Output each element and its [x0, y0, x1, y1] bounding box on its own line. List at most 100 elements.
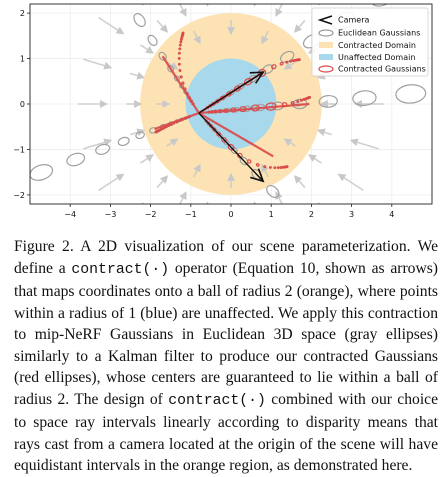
contract-arrow: [129, 71, 146, 80]
contracted-gaussian: [298, 58, 301, 62]
camera-axis: [198, 71, 264, 114]
contract-arrow: [283, 138, 296, 147]
euclidean-gaussian: [307, 228, 334, 232]
contract-arrow: [318, 202, 327, 204]
euclidean-gaussian: [352, 90, 377, 107]
contracted-gaussian: [178, 47, 182, 51]
contract-arrow: [156, 19, 169, 33]
contracted-gaussian: [273, 166, 277, 170]
contract-arrow: [193, 30, 201, 45]
contract-arrow: [83, 138, 113, 150]
contract-arrow: [275, 4, 283, 17]
x-tick-label: 3: [349, 210, 354, 219]
euclidean-gaussian: [135, 131, 145, 140]
euclidean-gaussian: [30, 164, 54, 181]
contract-arrow: [275, 191, 283, 204]
contract-arrow: [202, 201, 211, 204]
legend-euclidean-icon: [318, 29, 334, 37]
contracted-gaussian: [308, 95, 312, 99]
contract-arrow: [193, 163, 201, 178]
legend-label-camera: Camera: [338, 16, 369, 25]
caption-code-contract-1: contract(·): [71, 261, 170, 278]
contract-arrow: [283, 61, 296, 70]
contracted-gaussian: [179, 75, 183, 79]
contract-arrow: [293, 19, 306, 33]
legend-unaffected-domain-swatch: [319, 54, 333, 60]
contract-arrow: [349, 138, 379, 150]
caption-code-contract-2: contract(·): [168, 392, 266, 409]
contracted-gaussian: [179, 40, 183, 44]
contract-arrow: [179, 4, 187, 17]
x-tick-label: 4: [389, 210, 394, 219]
contracted-gaussian: [263, 165, 267, 169]
contracted-gaussian: [246, 159, 252, 164]
euclidean-gaussian: [266, 184, 280, 199]
contract-arrow: [98, 16, 125, 35]
euclidean-gaussian: [318, 94, 338, 108]
camera-ray: [154, 112, 200, 131]
caption-label: Figure 2.: [14, 238, 74, 255]
y-tick-label: 2: [20, 9, 25, 18]
euclidean-gaussian: [283, 203, 304, 224]
contracted-gaussian: [177, 62, 181, 66]
x-tick-label: −2: [145, 210, 157, 219]
contracted-gaussian: [296, 100, 300, 103]
contract-arrow: [156, 175, 169, 189]
contracted-gaussian: [285, 60, 289, 64]
legend-label-contracted-domain: Contracted Domain: [338, 41, 416, 50]
contract-arrow: [98, 173, 125, 192]
contracted-gaussian: [177, 57, 181, 60]
contract-arrow: [307, 154, 322, 164]
contracted-gaussian: [271, 64, 277, 70]
contracted-gaussian: [181, 81, 185, 85]
contracted-gaussian: [177, 51, 181, 55]
camera-ray: [198, 102, 310, 115]
contract-arrow: [293, 175, 306, 189]
contract-arrow: [251, 201, 260, 204]
legend-contracted-icon: [318, 65, 334, 73]
camera-ray: [198, 112, 274, 158]
contracted-gaussian: [279, 61, 284, 66]
contracted-gaussian: [279, 166, 283, 169]
legend: Camera Euclidean Gaussians Contracted Do…: [311, 7, 429, 77]
legend-label-unaffected-domain: Unaffected Domain: [338, 53, 415, 62]
contract-arrow: [179, 191, 187, 204]
y-tick-label: −1: [13, 145, 25, 154]
x-tick-label: 2: [309, 210, 314, 219]
contract-arrow: [140, 154, 155, 164]
contracted-gaussian: [285, 165, 289, 169]
euclidean-gaussian: [95, 143, 111, 155]
contract-arrow: [261, 163, 269, 178]
contracted-gaussian: [181, 31, 185, 35]
x-tick-label: 0: [228, 210, 233, 219]
caption-text-3: combined with our choice to space ray in…: [14, 390, 438, 475]
legend-label-euclidean: Euclidean Gaussians: [338, 29, 420, 38]
legend-box: [311, 7, 429, 77]
caption-text-1: A 2D visualization of our scene paramete…: [14, 238, 438, 277]
contract-arrow: [316, 128, 333, 137]
contract-arrow: [293, 226, 307, 232]
contract-arrow: [166, 61, 179, 70]
contract-arrow: [129, 128, 146, 137]
x-tick-label: −3: [105, 210, 117, 219]
contracted-gaussian: [269, 166, 272, 169]
caption-text-2: operator (Equation 10, shown as arrows) …: [14, 259, 438, 408]
contract-arrow: [155, 226, 169, 232]
x-tick-label: −1: [185, 210, 197, 219]
camera-ray: [161, 55, 200, 114]
cameras: [198, 71, 265, 183]
contract-arrow: [140, 44, 155, 54]
euclidean-gaussian: [0, 176, 14, 203]
legend-camera-icon: [317, 15, 333, 25]
y-tick-label: 0: [20, 100, 25, 109]
camera-icon: [249, 71, 265, 84]
contracted-gaussian: [178, 43, 182, 47]
camera-icon: [250, 168, 265, 183]
euclidean-gaussian: [147, 34, 158, 47]
y-tick-label: −2: [13, 191, 25, 200]
contracted-gaussian: [290, 101, 295, 105]
